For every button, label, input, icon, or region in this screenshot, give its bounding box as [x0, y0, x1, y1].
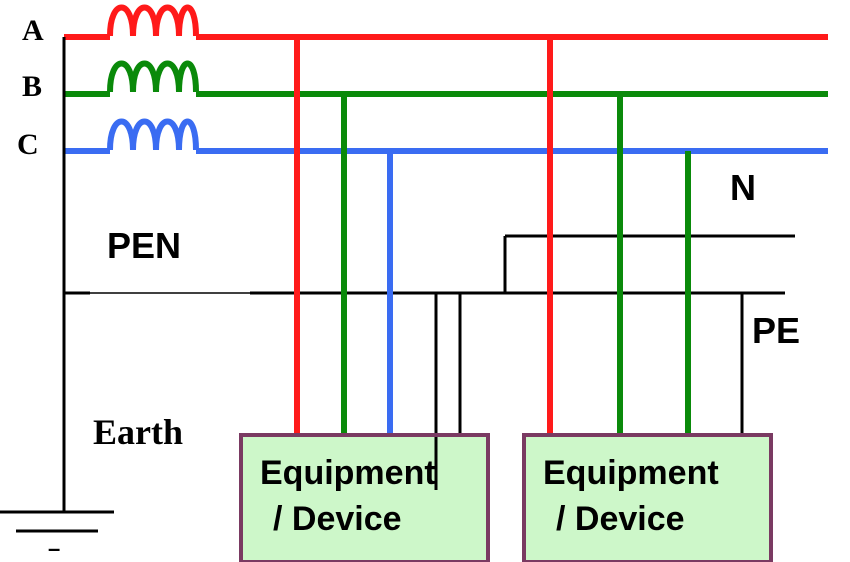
equipment-box-1: [239, 433, 490, 562]
pen-label: PEN: [107, 225, 181, 266]
equipment-1-label-line1: Equipment: [260, 454, 436, 492]
equipment-2-label-line2: / Device: [556, 500, 685, 538]
equipment-1-label-line2: / Device: [273, 500, 402, 538]
pe-label: PE: [752, 310, 800, 351]
earth-symbol-minus: –: [48, 536, 60, 561]
equipment-box-2: [522, 433, 773, 562]
phase-b-label: B: [22, 70, 42, 103]
phase-c-label: C: [17, 128, 39, 161]
n-label: N: [730, 167, 756, 208]
transformer-coil-b: [107, 60, 199, 93]
equipment-2-label-line1: Equipment: [543, 454, 719, 492]
transformer-coil-a: [107, 4, 199, 37]
phase-a-label: A: [22, 14, 44, 47]
earth-label: Earth: [93, 412, 183, 452]
transformer-coil-c: [107, 118, 199, 151]
